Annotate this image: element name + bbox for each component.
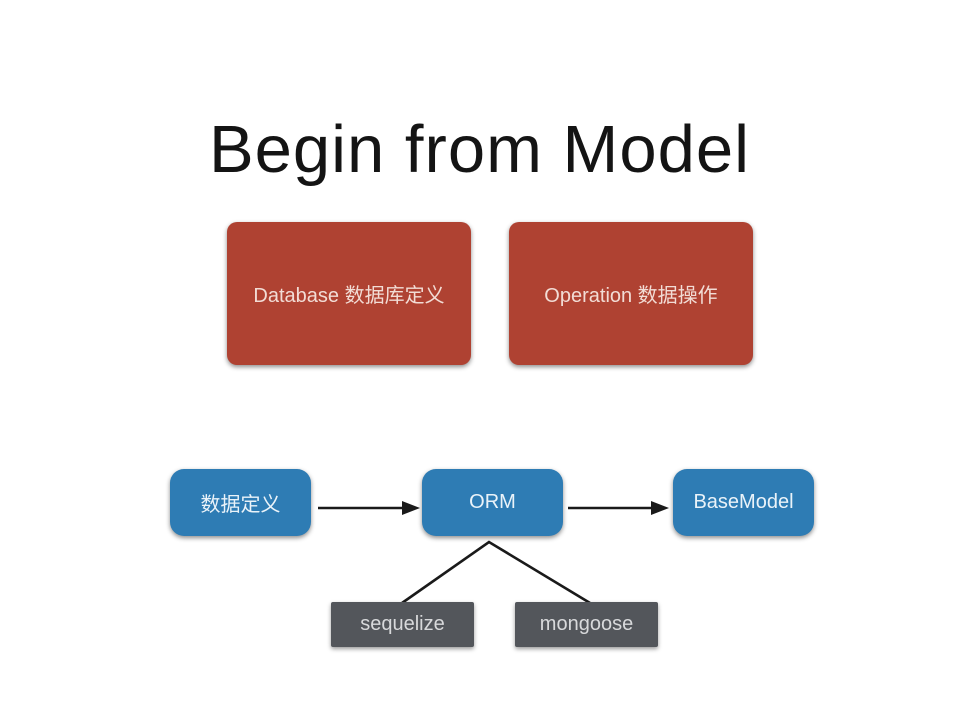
line-orm-to-children: [401, 540, 591, 605]
arrow-datadef-to-orm: [318, 501, 420, 515]
box-orm-label: ORM: [469, 491, 516, 513]
box-basemodel-label: BaseModel: [693, 491, 794, 513]
box-operation: Operation 数据操作: [509, 222, 753, 365]
box-mongoose: mongoose: [515, 602, 658, 647]
box-database-definition-label: Database 数据库定义: [253, 285, 445, 307]
box-orm: ORM: [422, 469, 563, 536]
box-data-definition: 数据定义: [170, 469, 311, 536]
slide-title: Begin from Model: [208, 111, 751, 187]
box-basemodel: BaseModel: [673, 469, 814, 536]
box-sequelize-label: sequelize: [360, 613, 445, 635]
arrow-orm-to-basemodel: [568, 501, 669, 515]
box-operation-label: Operation 数据操作: [544, 285, 718, 307]
box-data-definition-label: 数据定义: [200, 494, 281, 516]
box-database-definition: Database 数据库定义: [227, 222, 471, 365]
box-mongoose-label: mongoose: [539, 613, 634, 635]
box-sequelize: sequelize: [331, 602, 474, 647]
